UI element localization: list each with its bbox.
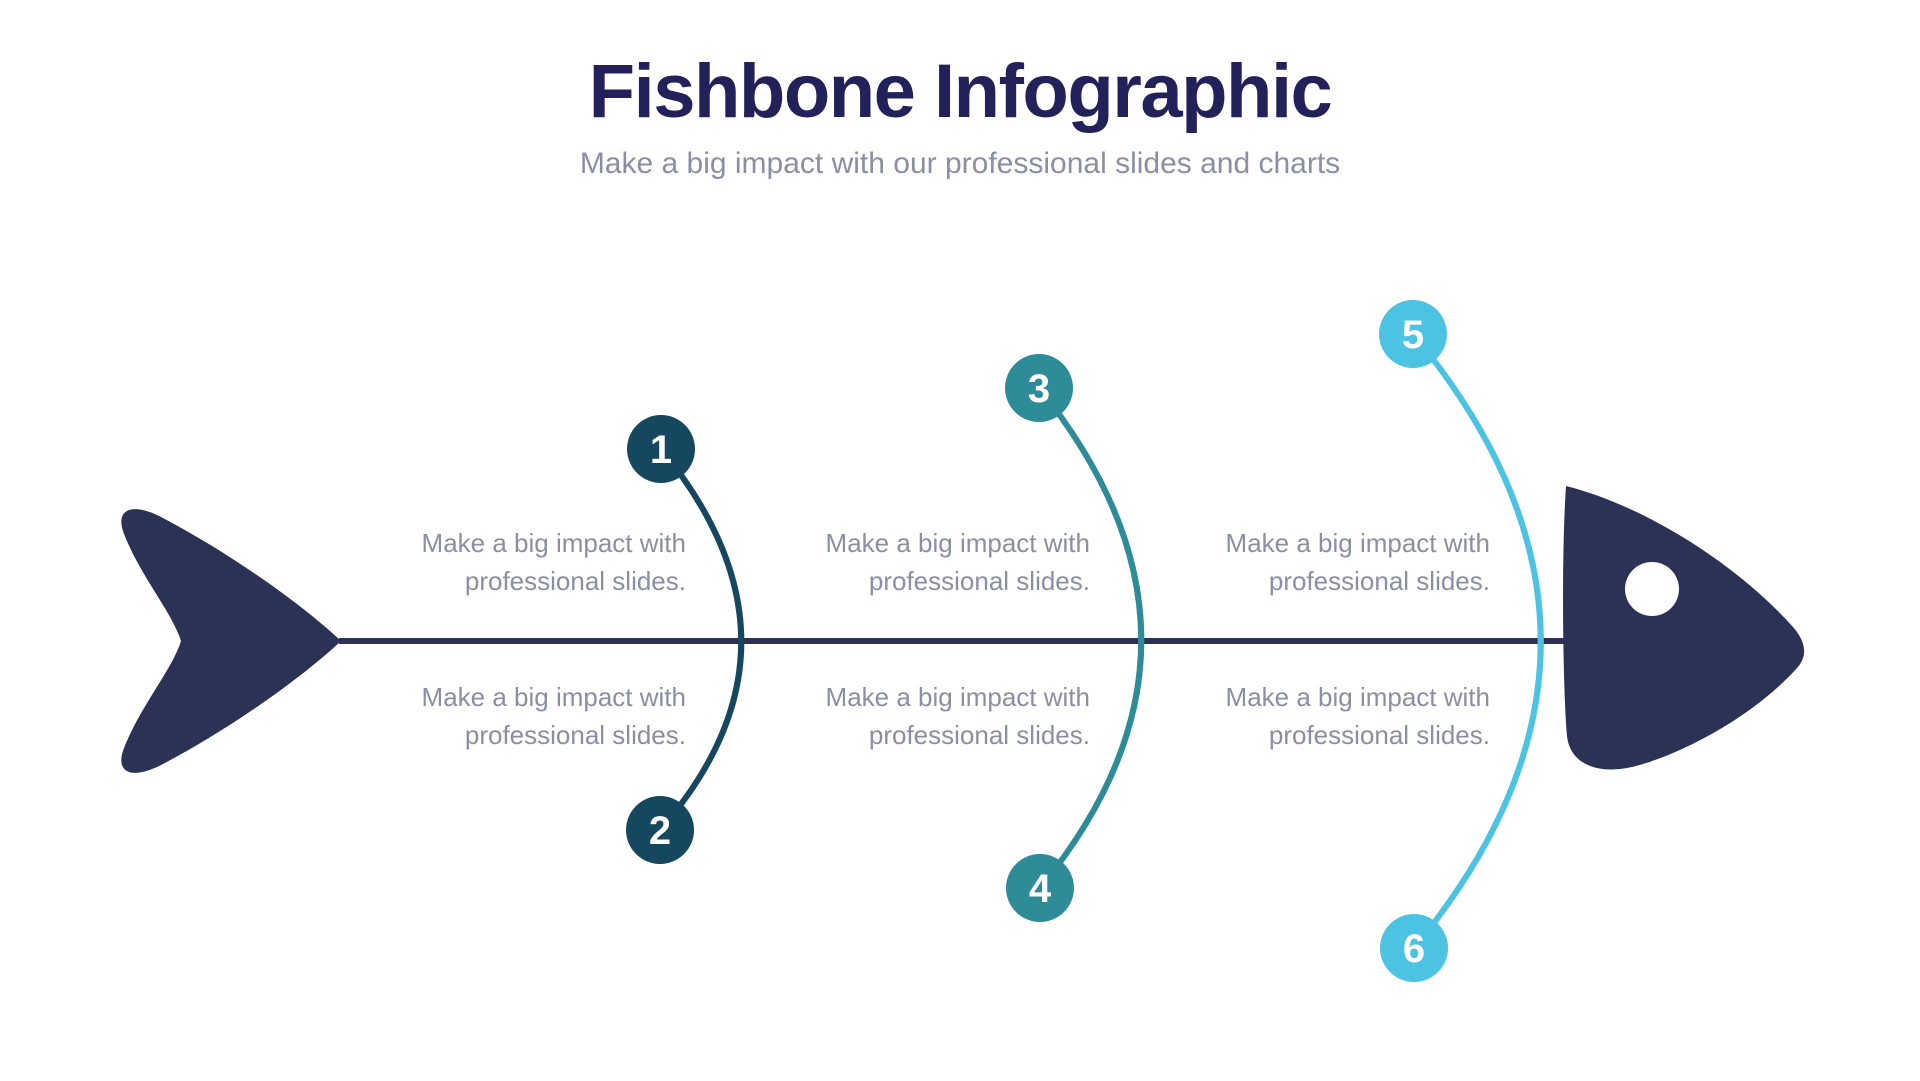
bone-arc-1-2 [657,446,745,833]
label-line: Make a big impact with [421,682,686,712]
label-line: Make a big impact with [825,528,1090,558]
label-line: professional slides. [1268,566,1490,596]
node-1-circle [627,415,695,483]
bone-arc-5-6 [1410,331,1544,951]
label-top-right: Make a big impact with professional slid… [1180,524,1490,600]
fish-head [1563,486,1805,770]
label-bottom-left: Make a big impact with professional slid… [376,678,686,754]
fish-eye-icon [1625,562,1679,616]
label-line: professional slides. [464,720,686,750]
fish-tail [121,509,341,773]
node-5: 5 [1379,300,1447,368]
node-2-number: 2 [649,809,671,853]
node-6-circle [1380,914,1448,982]
label-line: Make a big impact with [825,682,1090,712]
label-line: professional slides. [868,720,1090,750]
bone-arc-3-4 [1036,385,1145,891]
node-4-number: 4 [1029,867,1052,911]
label-top-left: Make a big impact with professional slid… [376,524,686,600]
node-5-number: 5 [1402,313,1424,357]
label-line: professional slides. [868,566,1090,596]
node-3-circle [1005,354,1073,422]
node-6-number: 6 [1403,927,1425,971]
node-3: 3 [1005,354,1073,422]
label-line: professional slides. [1268,720,1490,750]
node-1-number: 1 [650,428,672,472]
label-line: professional slides. [464,566,686,596]
node-2-circle [626,796,694,864]
page-title: Fishbone Infographic [588,49,1333,134]
node-5-circle [1379,300,1447,368]
label-line: Make a big impact with [1225,682,1490,712]
node-2: 2 [626,796,694,864]
label-bottom-right: Make a big impact with professional slid… [1180,678,1490,754]
label-line: Make a big impact with [1225,528,1490,558]
label-line: Make a big impact with [421,528,686,558]
page-subtitle: Make a big impact with our professional … [579,146,1341,180]
header: Fishbone Infographic Make a big impact w… [0,0,1920,182]
node-4: 4 [1006,854,1074,922]
node-6: 6 [1380,914,1448,982]
node-4-circle [1006,854,1074,922]
node-3-number: 3 [1028,367,1050,411]
label-bottom-middle: Make a big impact with professional slid… [780,678,1090,754]
label-top-middle: Make a big impact with professional slid… [780,524,1090,600]
node-1: 1 [627,415,695,483]
